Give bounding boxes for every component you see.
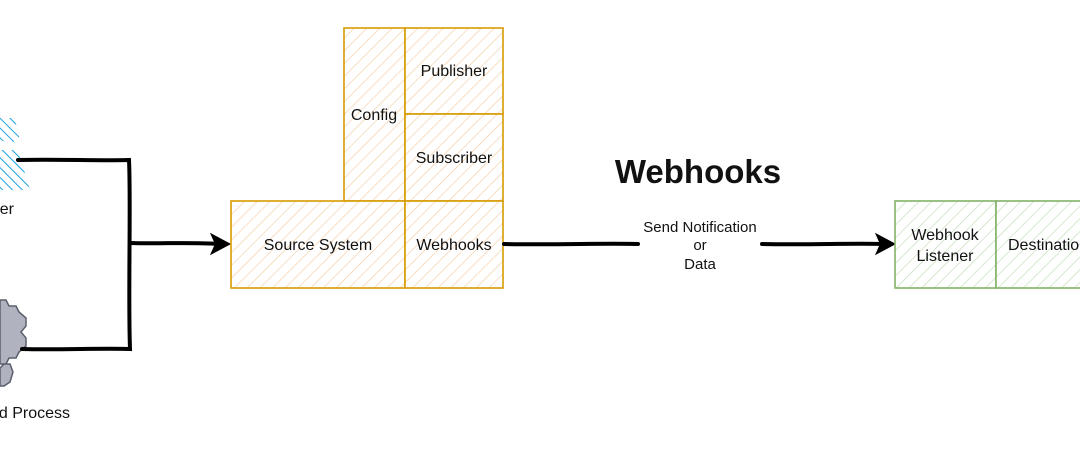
edge-label-line-2: or <box>693 237 706 254</box>
publisher-label: Publisher <box>421 63 488 80</box>
destination-box[interactable]: Destination <box>995 200 1080 289</box>
process-label: Scheduled Process <box>0 405 70 422</box>
destination-label: Destination <box>1008 237 1080 254</box>
subscriber-label: Subscriber <box>416 150 493 167</box>
diagram-title: Webhooks <box>615 153 781 190</box>
config-box[interactable]: Config <box>343 27 406 202</box>
config-label: Config <box>351 107 397 124</box>
webhook-listener-box[interactable]: Webhook Listener <box>894 200 997 289</box>
edge-label-line-3: Data <box>684 256 716 273</box>
arrow-to-webhook-listener <box>874 232 897 256</box>
user-label: User <box>0 201 15 218</box>
actor-connector <box>16 157 222 352</box>
edge-label-line-1: Send Notification <box>643 219 756 236</box>
webhooks-label: Webhooks <box>416 237 491 254</box>
webhook-listener-label-line-1: Webhook <box>911 227 979 244</box>
arrow-to-source-system <box>209 232 232 256</box>
subscriber-box[interactable]: Subscriber <box>404 113 504 202</box>
user-icon <box>0 118 30 190</box>
source-system-box[interactable]: Source System <box>230 200 406 289</box>
webhook-listener-label-line-2: Listener <box>917 248 975 265</box>
publisher-box[interactable]: Publisher <box>404 27 504 115</box>
webhooks-box[interactable]: Webhooks <box>404 200 504 289</box>
source-system-label: Source System <box>264 237 372 254</box>
notification-connector <box>502 241 886 247</box>
gear-icon <box>0 299 27 387</box>
